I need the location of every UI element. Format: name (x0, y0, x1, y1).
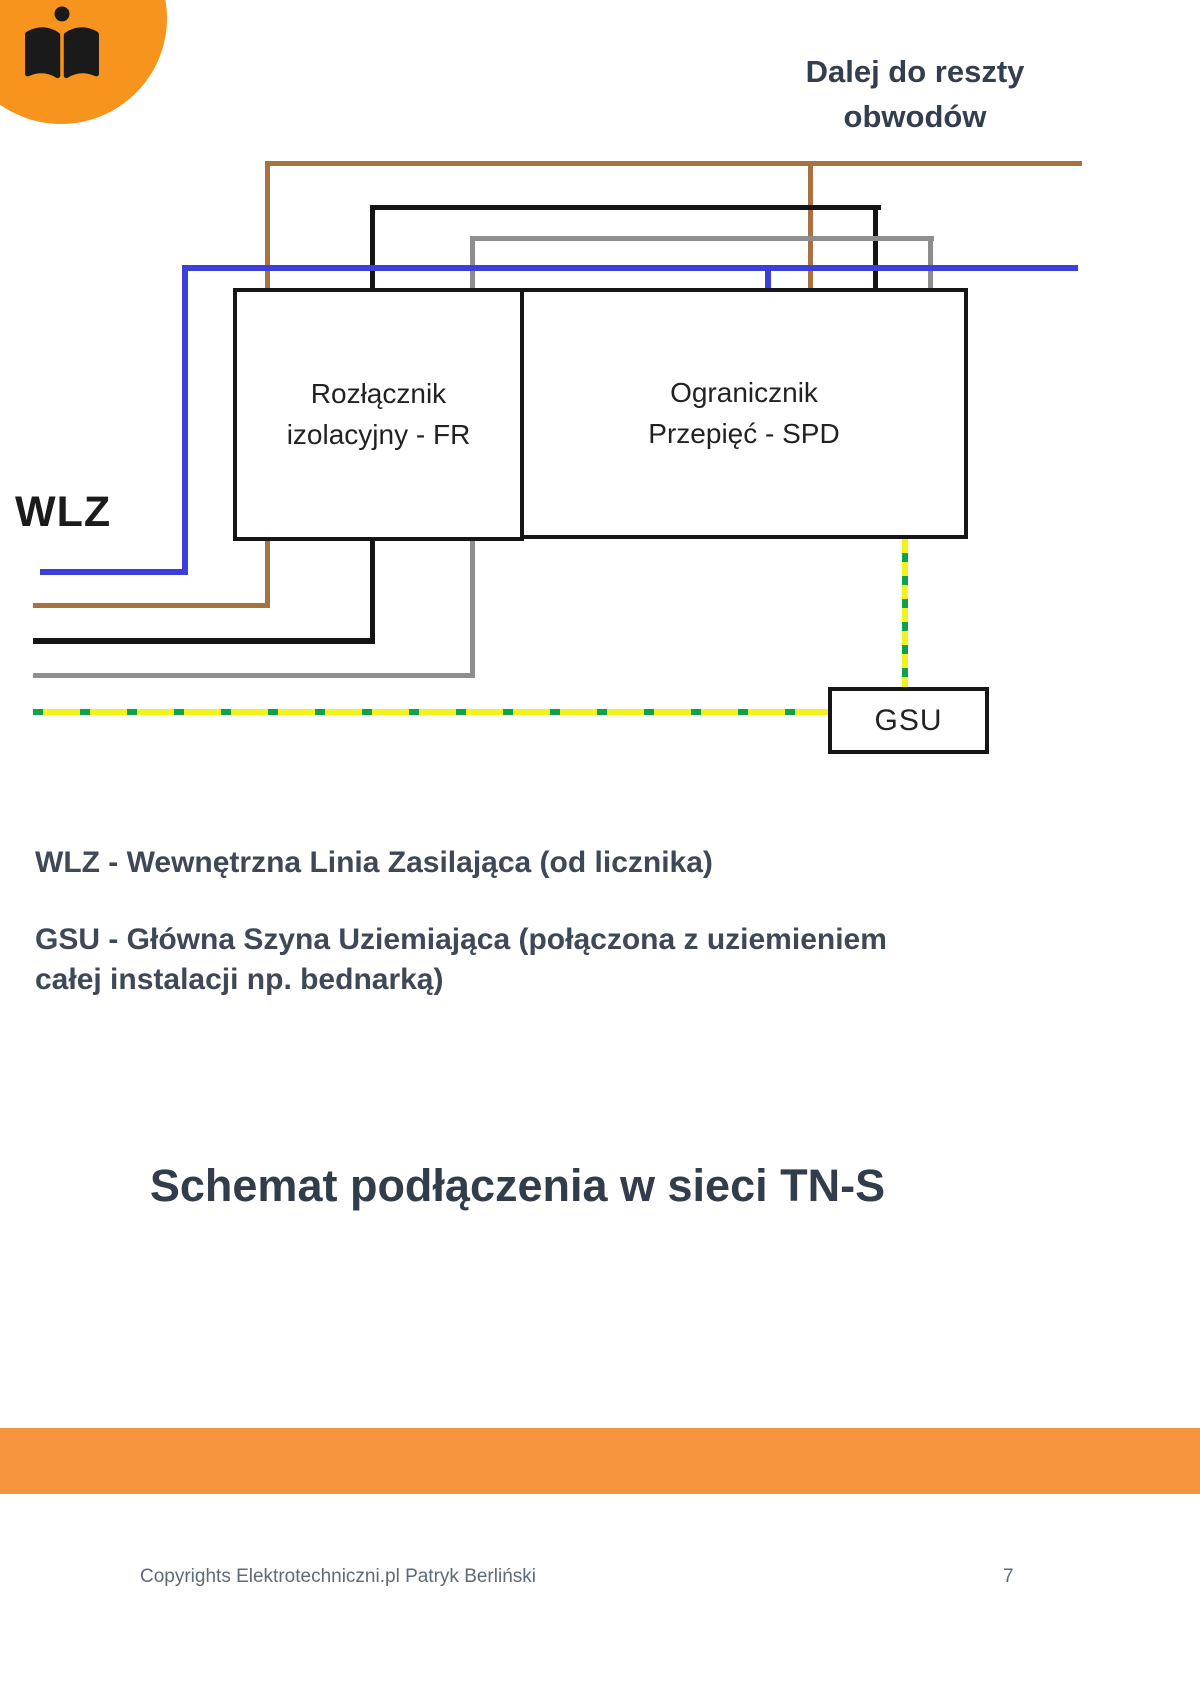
footer-copyright: Copyrights Elektrotechniczni.pl Patryk B… (140, 1566, 536, 1587)
legend-gsu-definition: GSU - Główna Szyna Uziemiająca (połączon… (35, 923, 887, 996)
wlz-label: WLZ (15, 488, 112, 536)
gsu-label: GSU (874, 703, 943, 737)
legend-wlz-definition: WLZ - Wewnętrzna Linia Zasilająca (od li… (35, 846, 713, 879)
wire-l1-brown-wlz-feed (33, 603, 270, 608)
fr-disconnector-label: Rozłącznik izolacyjny - FR (287, 374, 471, 455)
wire-l2-black-wlz-feed (33, 638, 375, 644)
footer-page-number: 7 (1003, 1566, 1014, 1587)
fr-label-line1: Rozłącznik (310, 377, 447, 409)
wire-n-blue-top-run (182, 265, 1078, 271)
footer-accent-bar (0, 1428, 1200, 1494)
wire-n-blue-wlz-feed (40, 569, 188, 575)
wire-pe-spd-to-gsu (902, 530, 908, 692)
wire-l2-black-spd-tap (873, 205, 878, 295)
wire-n-blue-spd-tap (765, 265, 771, 295)
spd-label-line2: Przepięć - SPD (648, 417, 840, 449)
gsu-earthing-busbar-box: GSU (828, 687, 989, 754)
page-title: Schemat podłączenia w sieci TN-S (149, 1160, 886, 1211)
open-book-icon (25, 6, 99, 79)
next-circuits-note: Dalej do reszty obwodów (765, 50, 1065, 140)
next-circuits-note-line2: obwodów (843, 98, 987, 134)
wire-l2-black-top-run (370, 205, 881, 210)
fr-disconnector-box: Rozłącznik izolacyjny - FR (233, 288, 524, 541)
wire-l1-brown-spd-tap (808, 161, 813, 295)
wire-pe-green-dashes (33, 709, 833, 715)
wire-l3-gray-top-run (470, 236, 934, 241)
next-circuits-note-line1: Dalej do reszty (805, 54, 1025, 89)
wire-l3-gray-wlz-feed (33, 673, 475, 678)
spd-label-line1: Ogranicznik (670, 376, 818, 408)
spd-surge-protector-label: Ogranicznik Przepięć - SPD (648, 373, 839, 454)
fr-label-line2: izolacyjny - FR (286, 418, 471, 450)
wire-l1-brown-top-run (265, 161, 1082, 166)
wire-pe-green-dashes-vertical (902, 530, 908, 692)
spd-surge-protector-box: Ogranicznik Przepięć - SPD (520, 288, 968, 539)
wire-n-blue-riser (182, 265, 188, 575)
wire-pe-horizontal (33, 709, 833, 715)
